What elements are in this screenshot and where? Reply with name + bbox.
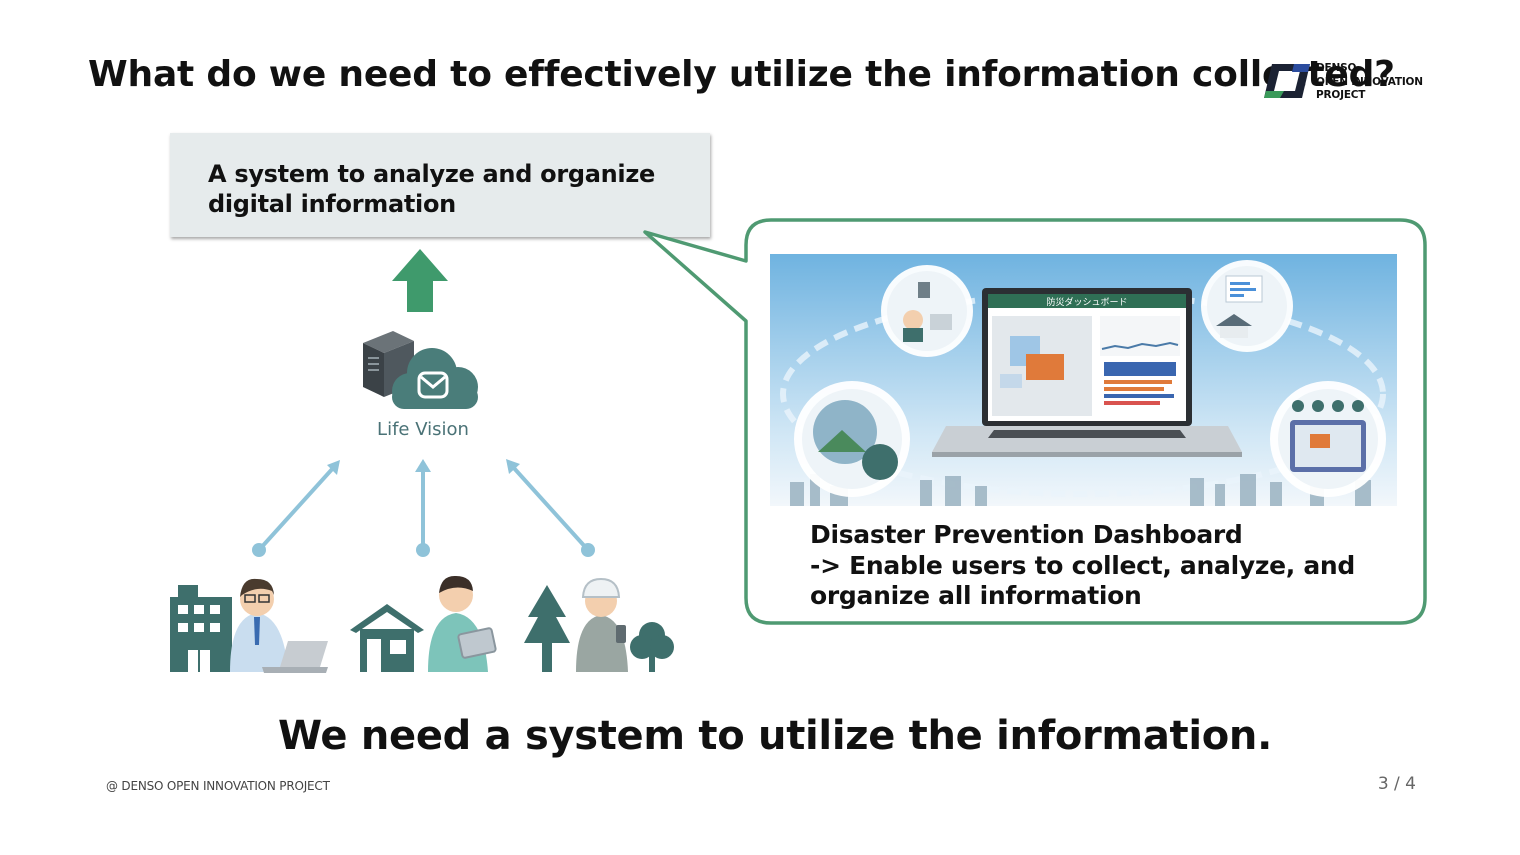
slide-title: What do we need to effectively utilize t…	[88, 54, 1395, 95]
sensor-circle-bottom-right	[1270, 381, 1386, 497]
footer-copyright: @ DENSO OPEN INNOVATION PROJECT	[106, 779, 330, 793]
dashboard-caption-line2: -> Enable users to collect, analyze, and	[810, 550, 1356, 580]
office-worker-icon	[230, 578, 328, 673]
conclusion-text: We need a system to utilize the informat…	[277, 713, 1272, 759]
cloud-mail-icon	[392, 348, 478, 409]
life-vision-label: Life Vision	[377, 419, 469, 440]
dashboard-caption-line3: organize all information	[810, 581, 1142, 610]
logo-text-line1: DENSO	[1316, 62, 1357, 74]
dashboard-illustration: 防災ダッシュボード	[770, 254, 1397, 506]
laptop-dashboard-icon: 防災ダッシュボード	[932, 288, 1242, 457]
tree-icon	[524, 585, 674, 672]
denso-logo-icon	[1264, 64, 1310, 98]
denso-logo: DENSO OPEN INNOVATION PROJECT	[1264, 60, 1434, 104]
office-building-icon	[170, 585, 232, 672]
house-icon	[350, 604, 424, 672]
dashboard-caption-line1: Disaster Prevention Dashboard	[810, 520, 1243, 549]
system-box-line1: A system to analyze and organize	[208, 160, 655, 188]
sensor-circle-bottom-left	[794, 381, 910, 497]
logo-text-line2: OPEN INNOVATION	[1316, 75, 1423, 88]
logo-text-line3: PROJECT	[1316, 89, 1366, 101]
up-arrow-icon	[392, 249, 448, 312]
system-box: A system to analyze and organize digital…	[170, 133, 710, 237]
field-worker-icon	[576, 577, 628, 672]
dashboard-screen-title: 防災ダッシュボード	[1046, 296, 1127, 308]
page-number: 3 / 4	[1377, 774, 1416, 794]
sensor-circle-top-left	[881, 265, 973, 357]
resident-icon	[428, 575, 497, 672]
dashboard-caption: Disaster Prevention Dashboard -> Enable …	[810, 520, 1355, 612]
sensor-circle-top-right	[1201, 260, 1293, 352]
life-vision-diagram: Life Vision	[160, 245, 690, 685]
system-box-line2: digital information	[208, 190, 456, 218]
data-flow-arrows	[252, 459, 595, 557]
